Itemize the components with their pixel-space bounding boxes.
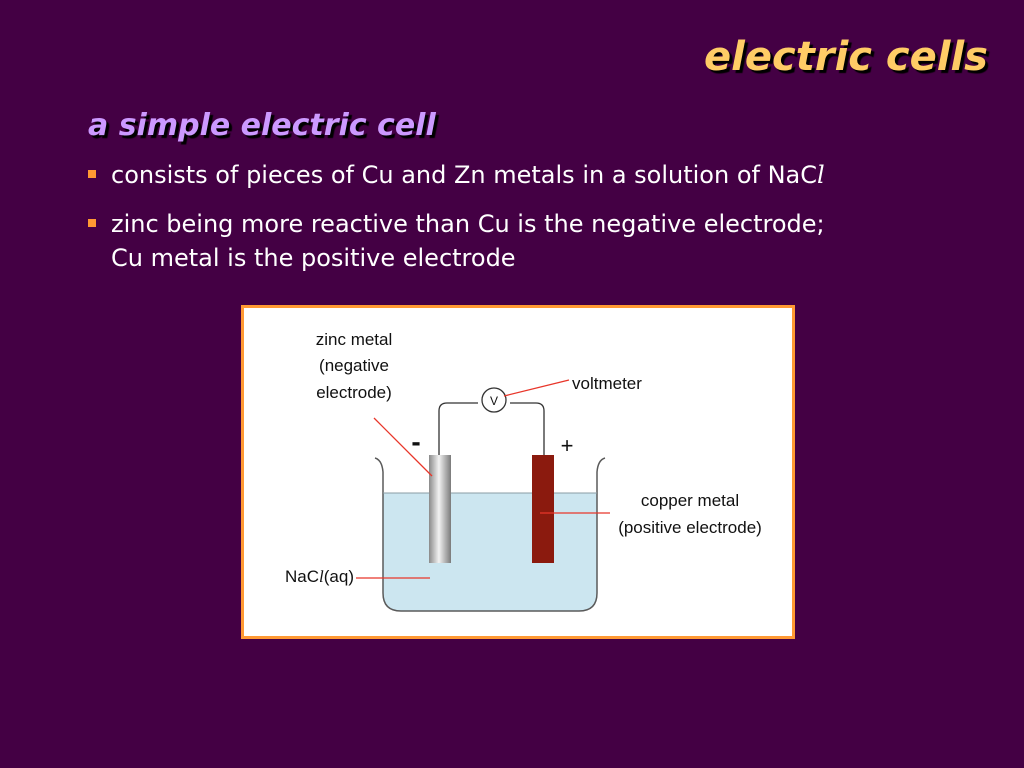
slide-title: electric cells <box>704 34 988 80</box>
bullet-list: consists of pieces of Cu and Zn metals i… <box>86 158 986 290</box>
zinc-label-line-1: zinc metal <box>316 330 393 349</box>
wire-left <box>438 402 478 458</box>
solution-label: NaCl(aq) <box>285 567 354 586</box>
voltmeter-symbol: V <box>490 394 498 408</box>
bullet-item: consists of pieces of Cu and Zn metals i… <box>86 158 986 192</box>
bullet-square-icon <box>88 170 96 178</box>
voltmeter-pointer-line <box>503 379 570 397</box>
solution-fill <box>383 493 597 611</box>
solution-label-suffix: (aq) <box>324 567 354 586</box>
beaker-outline <box>374 457 606 612</box>
bullet-text-line-1: zinc being more reactive than Cu is the … <box>111 210 825 238</box>
voltmeter-circle <box>481 387 507 413</box>
bullet-item: zinc being more reactive than Cu is the … <box>86 207 986 275</box>
slide-subtitle: a simple electric cell <box>88 108 436 143</box>
bullet-square-icon <box>88 219 96 227</box>
electric-cell-svg: V - + zinc metal (negative electrode) vo… <box>285 330 762 612</box>
negative-sign: - <box>411 426 420 457</box>
copper-electrode <box>532 455 554 563</box>
solution-label-prefix: NaC <box>285 567 319 586</box>
electric-cell-diagram: V - + zinc metal (negative electrode) vo… <box>241 305 795 639</box>
solution-label-italic-l: l <box>319 567 324 586</box>
zinc-label-line-2: (negative <box>319 356 389 375</box>
bullet-text-italic-l: l <box>817 161 825 189</box>
copper-label-line-2: (positive electrode) <box>618 518 762 537</box>
wire-right <box>510 402 545 458</box>
bullet-text-line-2: Cu metal is the positive electrode <box>111 244 516 272</box>
bullet-text: consists of pieces of Cu and Zn metals i… <box>111 161 818 189</box>
zinc-electrode <box>429 455 451 563</box>
voltmeter-label: voltmeter <box>572 374 642 393</box>
positive-sign: + <box>561 433 574 458</box>
zinc-pointer-line <box>373 417 433 477</box>
zinc-label-line-3: electrode) <box>316 383 392 402</box>
copper-label-line-1: copper metal <box>641 491 739 510</box>
